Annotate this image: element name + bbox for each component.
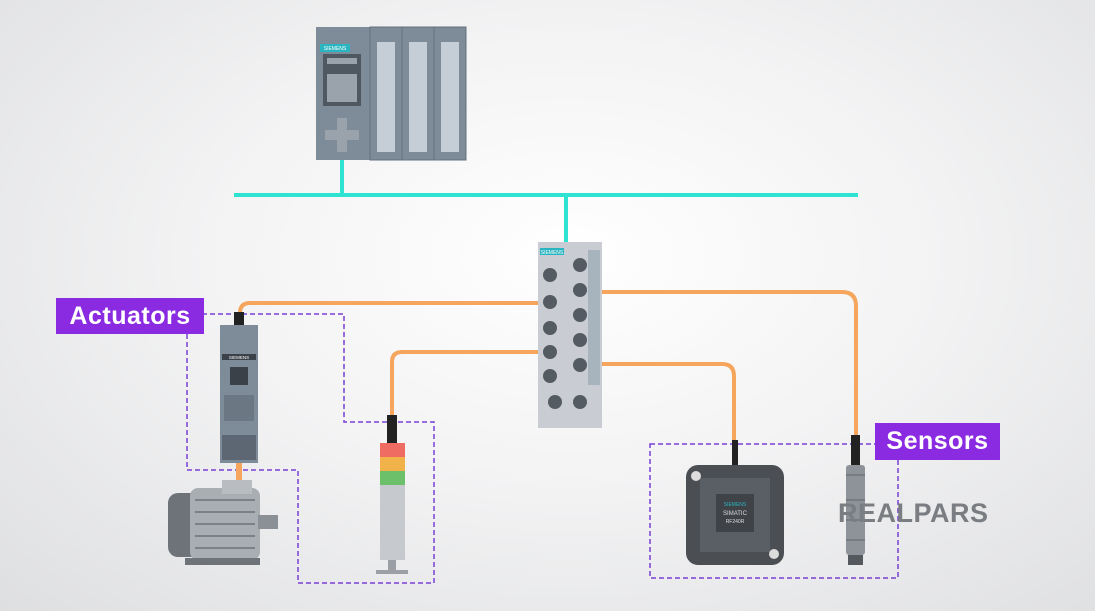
io-brand: SIEMENS [541,250,564,256]
proximity-sensor [846,435,865,565]
cable-starter [238,301,547,320]
starter-brand: SIEMENS [229,355,249,360]
cable-rfid [594,362,736,450]
actuators-group-border [186,313,435,584]
rfid-model-line2: RF240R [726,519,745,525]
cable-proximity [594,290,858,440]
rfid-brand: SIEMENS [724,502,747,508]
cable-stacklight [390,350,547,422]
plc-brand: SIEMENS [324,46,347,52]
ethernet-bus [234,158,858,244]
electric-motor [168,480,278,565]
io-module: SIEMENS [538,242,602,428]
plc: SIEMENS [316,26,467,161]
plc-navigation-pad [325,118,359,152]
rfid-reader: SIEMENS SIMATIC RF240R [686,440,784,565]
motor-starter: SIEMENS [220,312,258,481]
realpars-logo: REALPARS [838,498,989,528]
sensors-label: Sensors [875,423,1000,460]
stack-light [376,415,408,574]
rfid-model-line1: SIMATIC [723,511,748,517]
actuators-label: Actuators [56,298,204,334]
sensors-group-border [649,443,899,579]
